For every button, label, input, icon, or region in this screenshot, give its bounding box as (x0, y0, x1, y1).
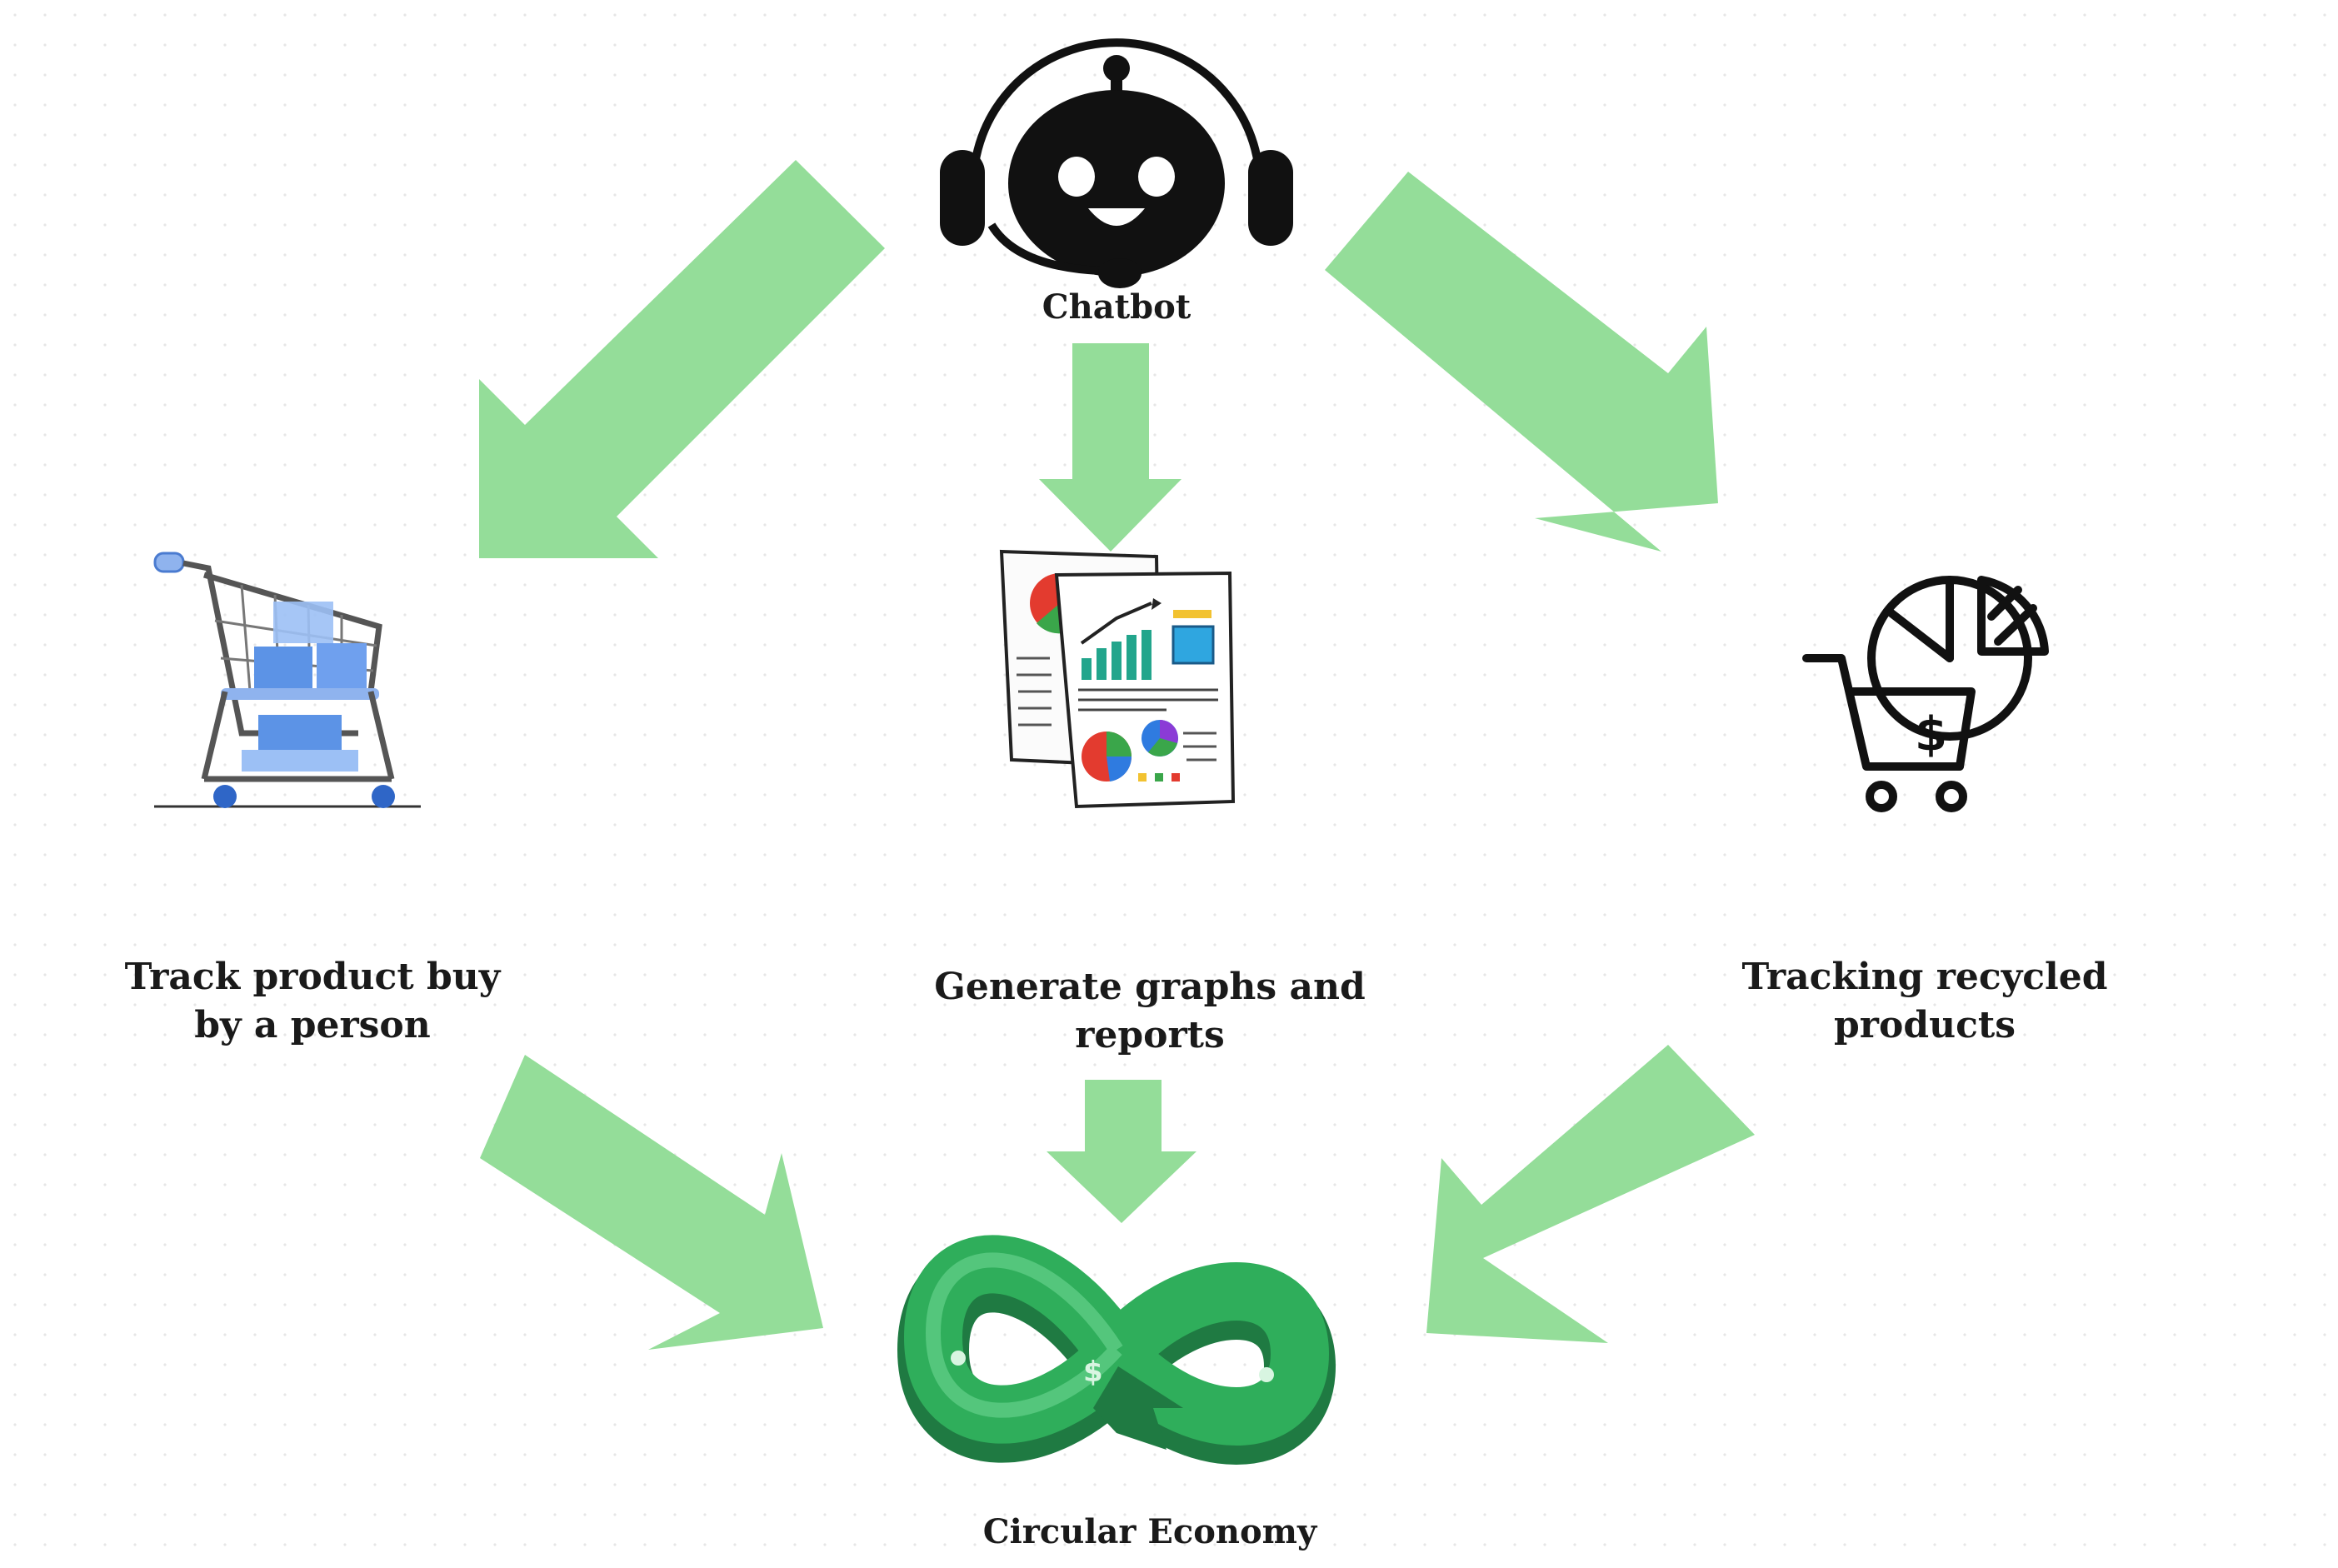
arrow-recycled-to-circular (1426, 1045, 1755, 1343)
tracking-recycled-line2: products (1834, 1004, 2016, 1046)
arrow-chatbot-to-graphs (1039, 343, 1181, 552)
cart-pie-chart-icon: $ (1802, 576, 2049, 812)
tracking-recycled-line1: Tracking recycled (1741, 956, 2108, 998)
svg-text:$: $ (1915, 707, 1947, 762)
chatbot-label: Chatbot (1042, 287, 1191, 327)
shopping-cart-boxes-icon (153, 552, 421, 808)
generate-graphs-label: Generate graphs and reports (883, 963, 1416, 1060)
track-product-buy-line2: by a person (194, 1004, 431, 1046)
generate-graphs-line1: Generate graphs and (934, 966, 1366, 1008)
tracking-recycled-label: Tracking recycled products (1716, 953, 2133, 1050)
track-product-buy-line1: Track product buy (124, 956, 501, 998)
robot-headset-icon (940, 38, 1293, 288)
track-product-buy-label: Track product buy by a person (92, 953, 533, 1050)
arrow-chatbot-to-recycled (1325, 172, 1718, 552)
arrow-graphs-to-circular (1047, 1080, 1196, 1223)
circular-economy-label: Circular Economy (982, 1512, 1317, 1551)
svg-text:$: $ (1083, 1356, 1103, 1389)
reports-charts-icon (999, 549, 1236, 809)
infinity-loop-icon: $ (897, 1235, 1336, 1465)
arrow-chatbot-to-track-buy (479, 160, 885, 558)
arrow-track-buy-to-circular (480, 1055, 823, 1350)
generate-graphs-line2: reports (1075, 1014, 1225, 1056)
